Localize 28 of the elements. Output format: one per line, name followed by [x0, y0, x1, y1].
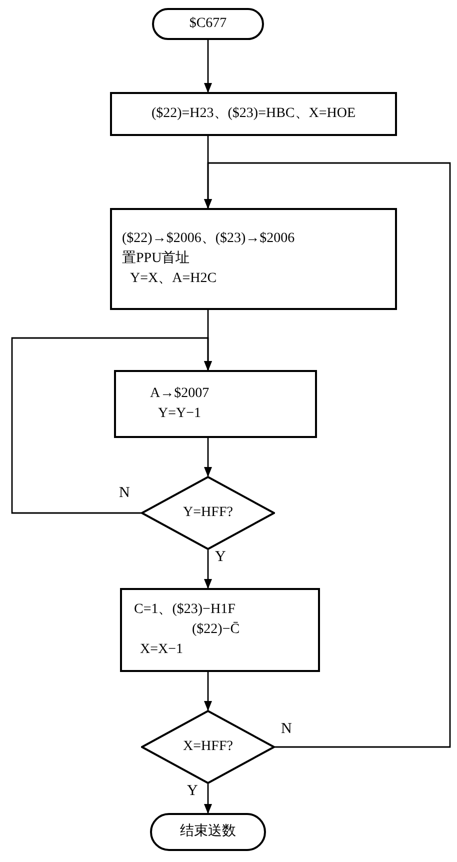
node-text: ($22)−C̄ [192, 620, 240, 639]
process-box [114, 370, 317, 438]
arrow [204, 672, 212, 711]
arrow [204, 438, 212, 477]
process-box [110, 92, 397, 136]
terminal-shape [152, 8, 264, 40]
arrow [204, 162, 451, 748]
node-text: A→$2007 [150, 384, 210, 403]
process-box [120, 588, 320, 672]
node-text: Y=X、A=H2C [130, 270, 217, 288]
arrow [204, 784, 212, 814]
node-text: ($22)→$2006、($23)→$2006 [122, 230, 295, 248]
arrow [204, 550, 212, 589]
decision-diamond [141, 710, 275, 784]
node-text: C=1、($23)−H1F [134, 600, 236, 619]
process-box [110, 208, 397, 310]
node-text: $C677 [189, 14, 227, 33]
terminal-shape [150, 813, 266, 851]
node-text: ($22)=H23、($23)=HBC、X=HOE [151, 104, 356, 123]
node-text: X=X−1 [140, 641, 184, 660]
decision-diamond [141, 476, 275, 550]
arrow [11, 337, 212, 514]
node-text: Y=HFF? [183, 504, 233, 522]
node-text: Y=Y−1 [158, 405, 202, 423]
arrow [204, 40, 212, 93]
node-text: 置PPU首址 [122, 250, 190, 268]
node-text: 结束送数 [180, 822, 236, 841]
node-text: X=HFF? [183, 738, 233, 756]
